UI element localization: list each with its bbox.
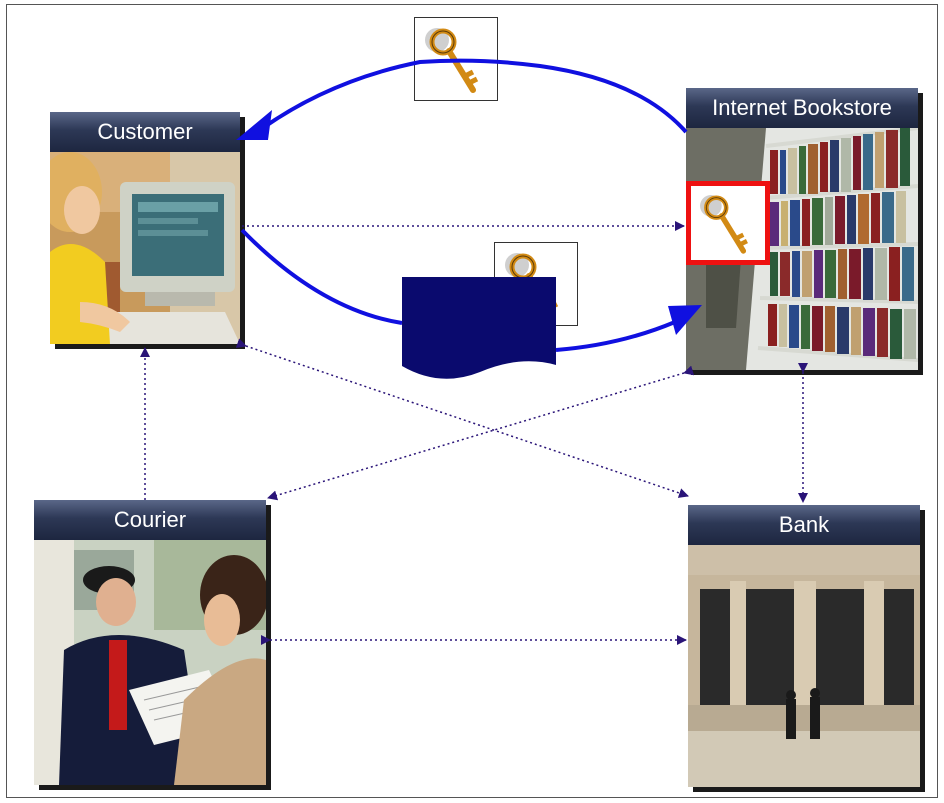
courier-photo	[34, 540, 266, 785]
customer-photo	[50, 152, 240, 344]
bank-photo	[688, 545, 920, 787]
arrow-head-bookstore	[668, 305, 702, 335]
bank-node: Bank	[688, 505, 920, 787]
arrow-bookstore-courier	[267, 365, 695, 501]
customer-label: Customer	[50, 112, 240, 152]
arrow-order-segment	[555, 320, 676, 352]
bookstore-photo	[686, 128, 918, 370]
document-icon	[402, 277, 556, 379]
courier-node: Courier	[34, 500, 266, 785]
bookstore-label: Internet Bookstore	[686, 88, 918, 128]
key-icon	[425, 28, 479, 93]
customer-node: Customer	[50, 112, 240, 344]
arrow-head-customer	[236, 110, 272, 140]
courier-label: Courier	[34, 500, 266, 540]
bookstore-key-highlight	[686, 181, 770, 265]
arrow-order-to-bookstore	[240, 228, 403, 325]
bank-label: Bank	[688, 505, 920, 545]
arrow-key-to-customer	[258, 58, 688, 134]
key-icon	[700, 195, 748, 254]
